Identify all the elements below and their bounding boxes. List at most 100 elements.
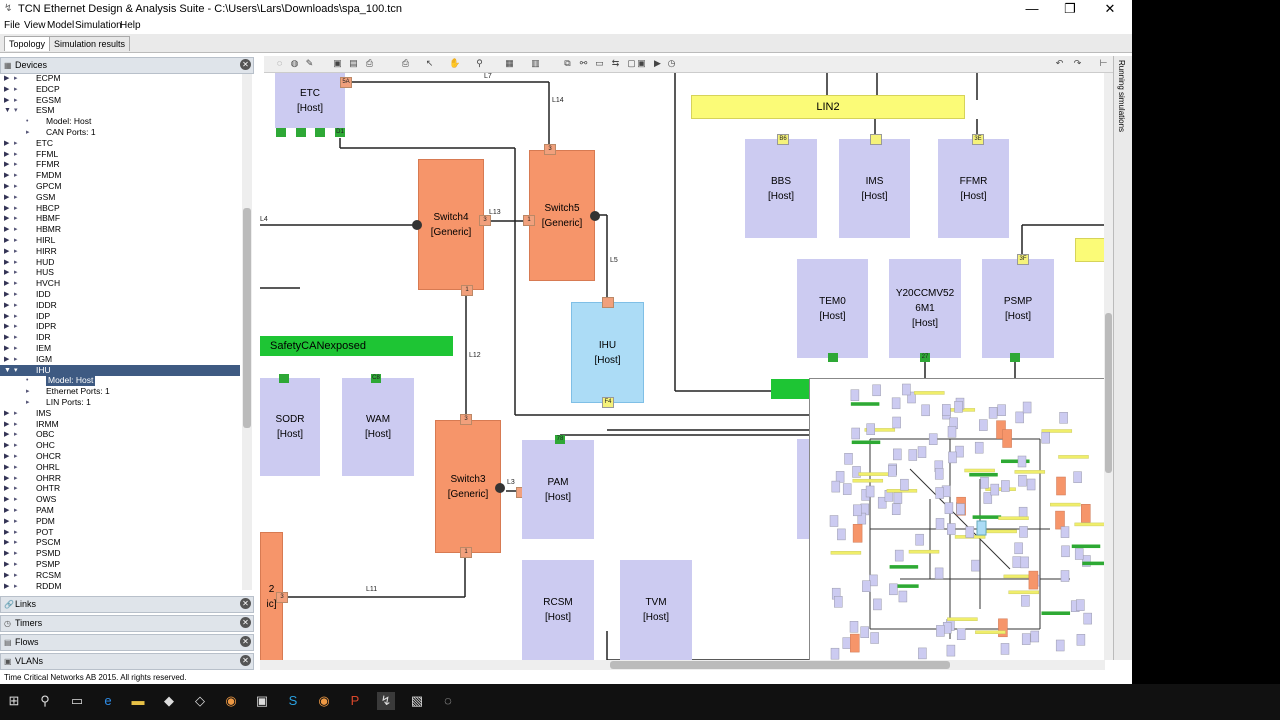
node-ims[interactable]: IMS [Host] xyxy=(839,139,910,238)
tree-item[interactable]: ▶▸ECPM xyxy=(0,73,240,84)
tree-toggle-icon[interactable]: ▶ xyxy=(4,204,10,212)
tree-expander-icon[interactable]: ▸ xyxy=(14,96,18,104)
store-icon[interactable]: ◆ xyxy=(164,693,174,708)
tree-expander-icon[interactable]: ▸ xyxy=(14,237,18,244)
tree-toggle-icon[interactable]: ▶ xyxy=(4,226,10,234)
close-icon[interactable]: ✕ xyxy=(240,59,251,70)
tree-toggle-icon[interactable]: ▶ xyxy=(4,334,10,342)
app-icon[interactable]: ▧ xyxy=(410,693,424,708)
bus-safetycanexposed[interactable]: SafetyCANexposed xyxy=(260,336,453,356)
print-preview-icon[interactable]: ⎙ xyxy=(401,58,410,68)
tree-item[interactable]: ▶▸IDPR xyxy=(0,321,240,332)
tree-item[interactable]: ▶▸FFML xyxy=(0,149,240,160)
port-badge[interactable]: D1 xyxy=(335,128,345,137)
node-wam[interactable]: WAM [Host] xyxy=(342,378,414,476)
port-badge[interactable]: 3 xyxy=(276,592,288,603)
tree-item[interactable]: ▶▸HBCP xyxy=(0,203,240,214)
flows-panel-header[interactable]: ▤ Flows ✕ xyxy=(0,634,254,651)
tree-toggle-icon[interactable]: ▶ xyxy=(4,247,10,255)
tree-item[interactable]: ▶▸FFMR xyxy=(0,159,240,170)
app-icon[interactable]: ▣ xyxy=(255,693,269,708)
tree-expander-icon[interactable]: ▸ xyxy=(14,561,18,568)
menu-help[interactable]: Help xyxy=(120,20,141,31)
tree-item[interactable]: ▶▸IMS xyxy=(0,408,240,419)
tree-expander-icon[interactable]: ▸ xyxy=(14,485,18,493)
tree-expander-icon[interactable]: ▸ xyxy=(26,388,30,396)
app-icon[interactable]: ◌ xyxy=(444,693,452,708)
tree-toggle-icon[interactable]: ▶ xyxy=(4,291,10,298)
chrome-icon[interactable]: ◉ xyxy=(225,693,237,708)
tree-item[interactable]: ▸LIN Ports: 1 xyxy=(0,397,240,408)
node-ffmr[interactable]: FFMR [Host] xyxy=(938,139,1009,238)
port-badge[interactable]: 5A xyxy=(340,77,352,88)
tree-expander-icon[interactable]: ▸ xyxy=(14,291,18,298)
port-badge[interactable]: 3 xyxy=(544,144,556,155)
node-rcsm[interactable]: RCSM [Host] xyxy=(522,560,594,660)
tree-toggle-icon[interactable]: ▶ xyxy=(4,485,10,493)
tree-expander-icon[interactable]: ▸ xyxy=(14,539,18,547)
node-psmp[interactable]: PSMP [Host] xyxy=(982,259,1054,358)
tree-toggle-icon[interactable]: ▶ xyxy=(4,355,10,363)
tree-toggle-icon[interactable]: ▶ xyxy=(4,517,10,525)
app-icon[interactable]: ◇ xyxy=(195,693,205,708)
app-icon[interactable]: ↯ xyxy=(377,692,395,710)
tree-item[interactable]: ▶▸ETC xyxy=(0,138,240,149)
tree-toggle-icon[interactable]: ▶ xyxy=(4,237,10,244)
overview-minimap[interactable] xyxy=(809,378,1105,660)
tree-expander-icon[interactable]: ▸ xyxy=(14,334,18,342)
port-badge[interactable] xyxy=(296,128,306,137)
port-badge[interactable] xyxy=(602,297,614,308)
menu-view[interactable]: View xyxy=(24,20,46,31)
tree-expander-icon[interactable]: ▸ xyxy=(14,139,18,147)
tree-toggle-icon[interactable]: ▶ xyxy=(4,345,10,352)
port-badge[interactable]: 1 xyxy=(523,215,535,226)
port-badge[interactable] xyxy=(279,374,289,383)
tree-expander-icon[interactable]: ▾ xyxy=(14,107,18,115)
tree-toggle-icon[interactable]: ▶ xyxy=(4,85,10,93)
node-y20ccmv526m1[interactable]: Y20CCMV52 6M1 [Host] xyxy=(889,259,961,358)
tree-item[interactable]: ▶▸OBC xyxy=(0,429,240,440)
tree-item[interactable]: ▶▸FMDM xyxy=(0,170,240,181)
tree-toggle-icon[interactable]: ▼ xyxy=(4,366,11,374)
node-sodr[interactable]: SODR [Host] xyxy=(260,378,320,476)
tree-expander-icon[interactable]: ▸ xyxy=(14,345,18,352)
tree-toggle-icon[interactable]: ▶ xyxy=(4,571,10,579)
tree-toggle-icon[interactable]: ▶ xyxy=(4,561,10,568)
tree-toggle-icon[interactable]: ▶ xyxy=(4,258,10,266)
collapse-icon[interactable]: ⊢ xyxy=(1099,58,1108,68)
tree-expander-icon[interactable]: ▸ xyxy=(14,75,18,82)
tree-item[interactable]: ▶▸PSCM xyxy=(0,537,240,548)
tree-toggle-icon[interactable]: ▶ xyxy=(4,96,10,104)
pointer-icon[interactable]: ↖ xyxy=(425,58,434,68)
tree-item[interactable]: ▶▸IGM xyxy=(0,354,240,365)
devices-panel-header[interactable]: ▦ Devices ✕ xyxy=(0,57,254,74)
tree-expander-icon[interactable]: ▸ xyxy=(14,269,18,277)
tree-item[interactable]: •Model: Host xyxy=(0,116,240,127)
tree-item[interactable]: ▶▸HUD xyxy=(0,257,240,268)
scrollbar-thumb[interactable] xyxy=(610,661,950,669)
devices-scrollbar[interactable] xyxy=(242,74,252,590)
tree-toggle-icon[interactable]: ▶ xyxy=(4,528,10,536)
port-badge[interactable]: F4 xyxy=(602,397,614,408)
tree-toggle-icon[interactable]: ▶ xyxy=(4,150,10,158)
tree-expander-icon[interactable]: ▸ xyxy=(14,463,18,471)
tree-toggle-icon[interactable]: ▶ xyxy=(4,172,10,180)
print-icon[interactable]: ⎙ xyxy=(365,58,374,68)
tree-item[interactable]: ▶▸RDDM xyxy=(0,581,240,592)
tree-expander-icon[interactable]: ▸ xyxy=(14,582,18,590)
clock-icon[interactable]: ◷ xyxy=(667,58,676,68)
tree-item[interactable]: ▶▸PDM xyxy=(0,516,240,527)
port-badge[interactable]: 3 xyxy=(479,215,491,226)
save-icon[interactable]: ▣ xyxy=(333,58,342,68)
node-ihu[interactable]: IHU [Host] xyxy=(571,302,644,403)
tree-item[interactable]: ▶▸IDR xyxy=(0,332,240,343)
tree-item[interactable]: ▶▸HBMF xyxy=(0,213,240,224)
tree-expander-icon[interactable]: ▸ xyxy=(14,431,18,439)
bus-partial[interactable] xyxy=(1075,238,1105,262)
tree-expander-icon[interactable]: ▸ xyxy=(14,528,18,536)
tree-item[interactable]: ▶▸HIRR xyxy=(0,246,240,257)
tree-expander-icon[interactable]: ▾ xyxy=(14,366,18,374)
tree-item[interactable]: ▶▸HBMR xyxy=(0,224,240,235)
tree-item[interactable]: ▶▸HVCH xyxy=(0,278,240,289)
node-etc[interactable]: ETC [Host] xyxy=(275,73,345,128)
